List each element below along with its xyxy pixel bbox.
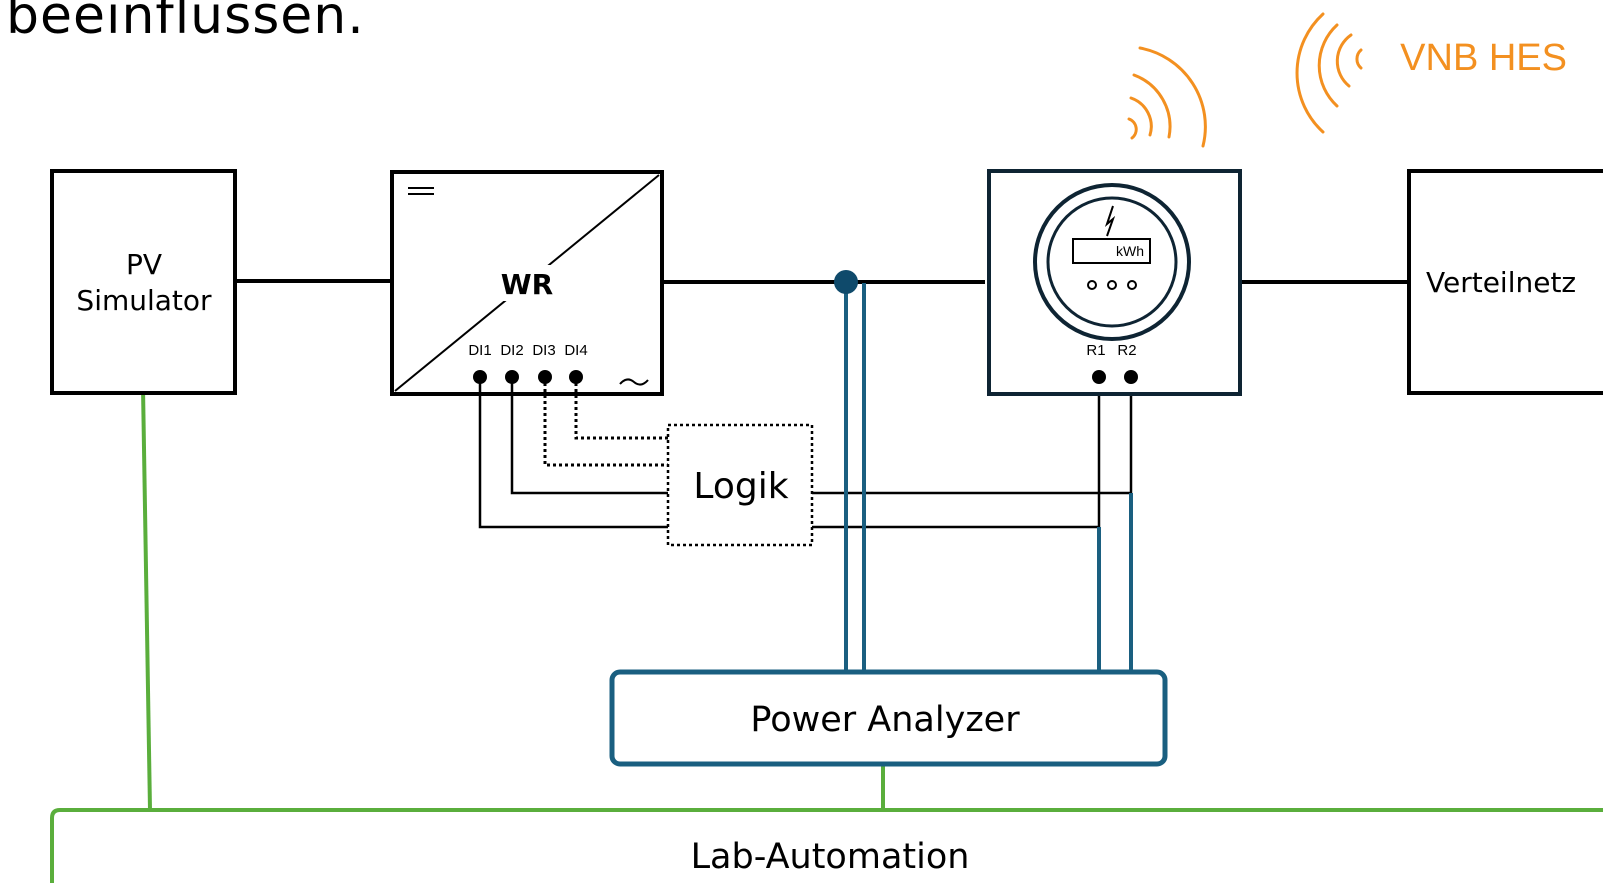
lab-automation-box[interactable] [50,808,1603,883]
dc-symbol-icon [408,187,434,195]
wire-di2-logic [510,377,668,495]
power-analyzer-label: Power Analyzer [750,700,1020,740]
meter-wireless-icon [1127,46,1207,148]
link-pv-automation [141,387,152,811]
wire-di4-logic [574,377,668,440]
power-line [235,279,1409,284]
logic-label: Logik [693,466,788,507]
meter-bolt-icon [1104,205,1116,237]
inverter-input-di1: DI1 [468,342,491,359]
logic-box[interactable] [666,423,814,547]
power-analyzer-box[interactable] [609,669,1168,767]
automation-links [141,387,885,811]
measurement-lines [844,283,1133,670]
lab-automation-label: Lab-Automation [691,837,970,877]
inverter-label-backdrop [498,265,558,301]
page-title-fragment: beeinflussen. [6,0,365,46]
meter-relay-r2: R2 [1117,342,1136,359]
measurement-junction [834,270,858,294]
smart-meter[interactable]: kWh R1 R2 [987,169,1242,396]
ac-symbol-icon [619,378,649,386]
inverter-input-di4: DI4 [564,342,587,359]
wire-di3-logic [543,377,668,467]
meter-terminal-r2 [1124,370,1138,384]
inverter-input-di3: DI3 [532,342,555,359]
vnb-hes-label: VNB HES [1400,37,1567,79]
pv-simulator-label-line2: Simulator [76,284,212,317]
meter-unit-label: kWh [1116,243,1144,259]
wire-r1-logic [812,377,1101,529]
inverter[interactable]: WR DI1 DI2 DI3 DI4 [390,170,664,396]
grid-box[interactable] [1407,169,1603,395]
meter-relay-r1: R1 [1086,342,1105,359]
meter-display [1072,238,1151,264]
inverter-input-di2: DI2 [500,342,523,359]
meter-icon [1033,183,1191,341]
meter-terminal-r1 [1092,370,1106,384]
grid-label: Verteilnetz [1426,266,1576,299]
pv-simulator-box[interactable] [50,169,237,395]
wire-di1-logic [478,377,668,529]
inverter-terminals [473,370,583,384]
vnb-hes-wireless-icon [1295,12,1363,134]
pv-simulator-label-line1: PV [126,248,162,281]
inverter-label: WR [501,268,553,301]
